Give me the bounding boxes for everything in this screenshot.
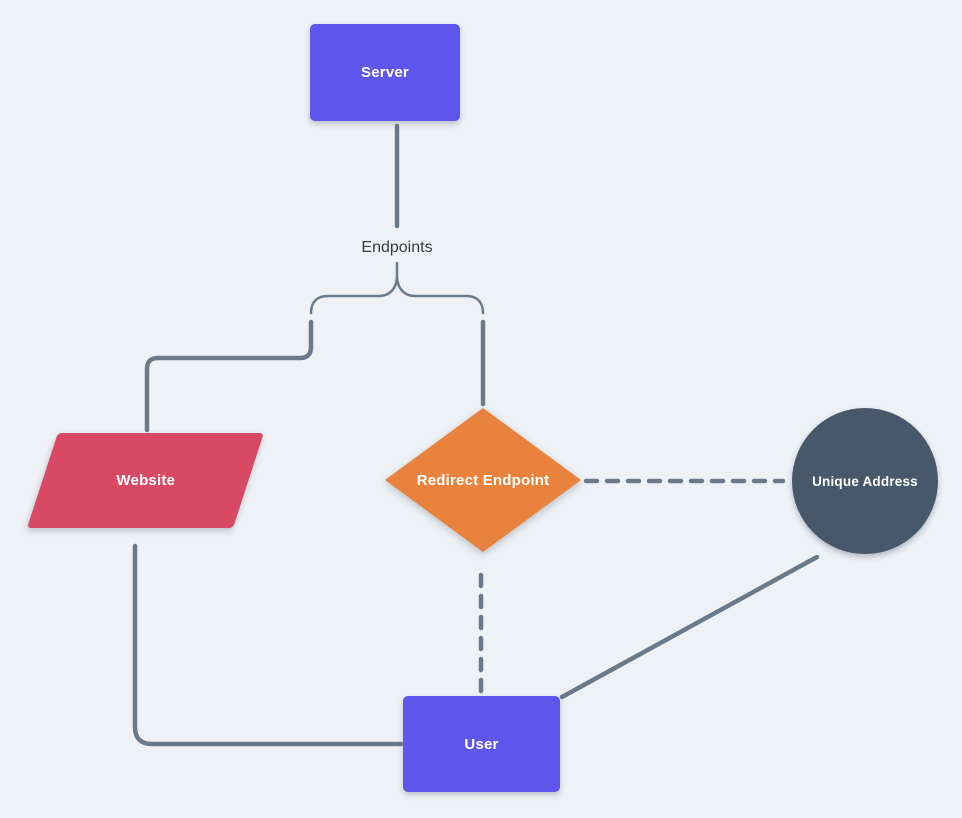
node-unique-address[interactable]: Unique Address xyxy=(792,408,938,554)
edge-endpoints-brace[interactable] xyxy=(309,261,485,315)
node-server[interactable]: Server xyxy=(310,24,460,121)
edge-split-website[interactable] xyxy=(144,319,314,433)
node-user[interactable]: User xyxy=(403,696,560,792)
node-website[interactable]: Website xyxy=(27,433,264,528)
node-unique-address-label: Unique Address xyxy=(812,473,918,489)
edge-user-website[interactable] xyxy=(132,543,404,747)
node-redirect-endpoint[interactable]: Redirect Endpoint xyxy=(385,408,581,552)
node-redirect-endpoint-label: Redirect Endpoint xyxy=(416,471,550,489)
node-endpoints-label[interactable]: Endpoints xyxy=(361,239,433,256)
edge-user-unique-address[interactable] xyxy=(559,554,820,700)
node-website-label: Website xyxy=(116,472,175,489)
node-server-label: Server xyxy=(361,64,409,81)
node-user-label: User xyxy=(464,735,499,753)
